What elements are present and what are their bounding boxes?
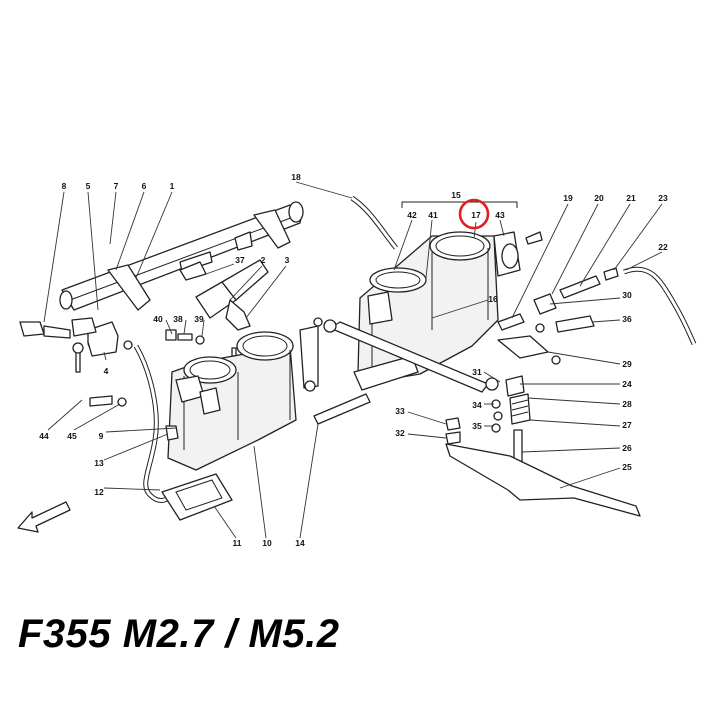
callout-11: 11 — [233, 538, 242, 548]
callout-20: 20 — [594, 193, 604, 203]
small-bolts — [165, 329, 237, 357]
callout-43: 43 — [495, 210, 505, 220]
callout-31: 31 — [472, 367, 482, 377]
callout-35: 35 — [472, 421, 482, 431]
callout-36: 36 — [622, 314, 632, 324]
gasket — [161, 473, 233, 521]
callout-6: 6 — [142, 181, 147, 191]
callout-38: 38 — [173, 314, 183, 324]
callout-10: 10 — [262, 538, 272, 548]
callout-21: 21 — [626, 193, 636, 203]
callout-44: 44 — [39, 431, 49, 441]
callout-29: 29 — [622, 359, 632, 369]
callout-18: 18 — [291, 172, 301, 182]
callout-7: 7 — [114, 181, 119, 191]
callout-9: 9 — [99, 431, 104, 441]
callout-22: 22 — [658, 242, 668, 252]
callout-3: 3 — [285, 255, 290, 265]
left-throttle-body — [165, 325, 319, 471]
callout-23: 23 — [658, 193, 668, 203]
washers — [89, 395, 127, 407]
fuel-injector — [179, 259, 269, 331]
callout-12: 12 — [94, 487, 104, 497]
callout-14: 14 — [295, 538, 305, 548]
callout-15: 15 — [451, 190, 461, 200]
model-caption: F355 M2.7 / M5.2 — [18, 612, 340, 656]
callout-37: 37 — [235, 255, 245, 265]
linkage-rod — [313, 393, 371, 425]
callout-45: 45 — [67, 431, 77, 441]
callout-24: 24 — [622, 379, 632, 389]
callout-4: 4 — [104, 366, 109, 376]
callout-34: 34 — [472, 400, 482, 410]
callout-27: 27 — [622, 420, 632, 430]
leader-lines — [43, 181, 663, 539]
callout-8: 8 — [62, 181, 67, 191]
callout-16: 16 — [488, 294, 498, 304]
callout-5: 5 — [86, 181, 91, 191]
bolt — [525, 231, 543, 245]
callout-19: 19 — [563, 193, 573, 203]
callout-28: 28 — [622, 399, 632, 409]
callout-1: 1 — [170, 181, 175, 191]
callout-32: 32 — [395, 428, 405, 438]
callout-labels: 1 6 7 5 8 37 2 3 18 15 42 41 17 43 16 19… — [39, 172, 668, 548]
right-hoses — [497, 266, 697, 346]
callout-2: 2 — [261, 255, 266, 265]
front-direction-arrow-icon — [17, 501, 71, 533]
callout-13: 13 — [94, 458, 104, 468]
callout-26: 26 — [622, 443, 632, 453]
fuel-hose — [133, 344, 178, 503]
callout-33: 33 — [395, 406, 405, 416]
callout-41: 41 — [428, 210, 438, 220]
banjo-fitting — [19, 317, 97, 373]
callout-39: 39 — [194, 314, 204, 324]
callout-40: 40 — [153, 314, 163, 324]
callout-42: 42 — [407, 210, 417, 220]
group-bracket — [401, 201, 518, 208]
callout-30: 30 — [622, 290, 632, 300]
vacuum-hose — [350, 195, 398, 250]
throttle-linkage — [313, 317, 499, 393]
callout-25: 25 — [622, 462, 632, 472]
highlight-circle — [458, 198, 490, 230]
callout-17: 17 — [471, 210, 481, 220]
